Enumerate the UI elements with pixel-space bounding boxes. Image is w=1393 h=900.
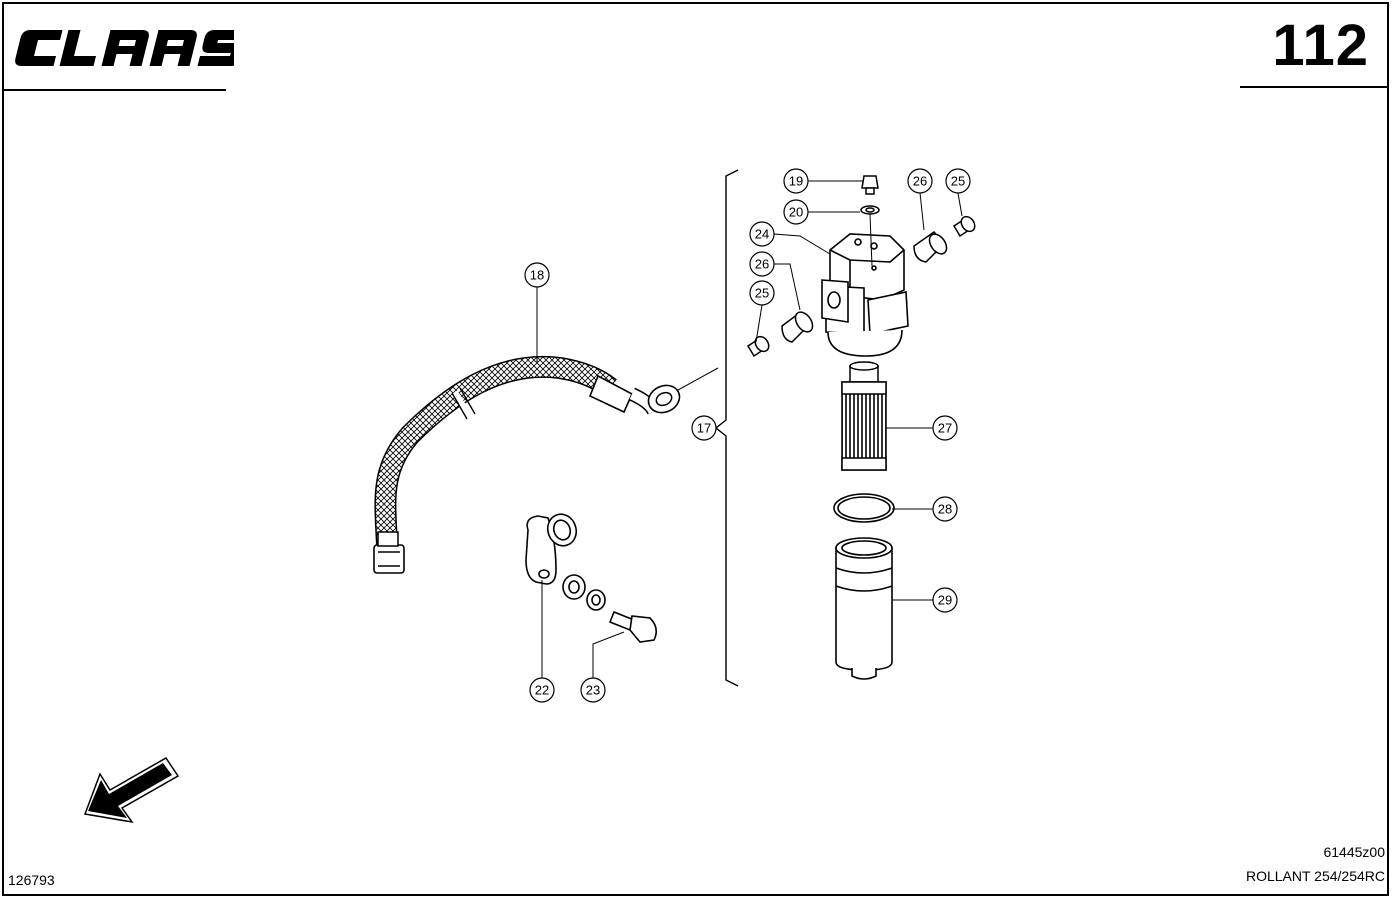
callout-27: 27 bbox=[932, 415, 958, 441]
svg-text:18: 18 bbox=[530, 268, 544, 283]
doc-number: 126793 bbox=[8, 872, 55, 888]
callout-28: 28 bbox=[932, 496, 958, 522]
o-ring bbox=[833, 493, 895, 523]
svg-text:25: 25 bbox=[951, 174, 965, 189]
group-bracket-17 bbox=[714, 169, 739, 687]
header-rule-right bbox=[1240, 86, 1389, 88]
callout-23: 23 bbox=[580, 677, 606, 703]
svg-text:19: 19 bbox=[789, 174, 803, 189]
filter-head bbox=[821, 233, 909, 357]
model-name: ROLLANT 254/254RC bbox=[1245, 868, 1385, 884]
callout-22: 22 bbox=[529, 677, 555, 703]
screw-and-washer bbox=[860, 175, 880, 267]
filter-element bbox=[841, 361, 887, 471]
fittings-left bbox=[746, 311, 814, 358]
callout-26-left: 26 bbox=[749, 251, 775, 277]
svg-text:28: 28 bbox=[938, 502, 952, 517]
arrow-down-left-icon bbox=[83, 757, 180, 824]
callout-25-right: 25 bbox=[945, 168, 971, 194]
leader-lines bbox=[536, 180, 963, 678]
drawing-code: 61445z00 bbox=[1323, 844, 1385, 860]
page-number: 112 bbox=[1272, 13, 1369, 78]
claas-logo bbox=[15, 30, 234, 66]
clamp-assembly bbox=[525, 513, 658, 643]
callout-24: 24 bbox=[749, 221, 775, 247]
filter-bowl bbox=[835, 537, 893, 680]
header-rule-left bbox=[2, 89, 226, 91]
svg-text:26: 26 bbox=[913, 174, 927, 189]
svg-text:23: 23 bbox=[586, 683, 600, 698]
callout-26-right: 26 bbox=[907, 168, 933, 194]
svg-text:27: 27 bbox=[938, 421, 952, 436]
footer-info: 61445z00 ROLLANT 254/254RC bbox=[1246, 840, 1385, 888]
callout-17: 17 bbox=[691, 415, 717, 441]
svg-text:17: 17 bbox=[697, 421, 711, 436]
hose-assembly bbox=[373, 355, 719, 574]
svg-text:20: 20 bbox=[789, 205, 803, 220]
svg-text:24: 24 bbox=[755, 227, 769, 242]
callout-29: 29 bbox=[932, 587, 958, 613]
callout-18: 18 bbox=[524, 262, 550, 288]
svg-text:22: 22 bbox=[535, 683, 549, 698]
svg-text:29: 29 bbox=[938, 593, 952, 608]
callout-20: 20 bbox=[783, 199, 809, 225]
callout-19: 19 bbox=[783, 168, 809, 194]
fittings-right bbox=[913, 215, 976, 263]
svg-text:25: 25 bbox=[755, 286, 769, 301]
svg-text:26: 26 bbox=[755, 257, 769, 272]
callout-25-left: 25 bbox=[749, 280, 775, 306]
